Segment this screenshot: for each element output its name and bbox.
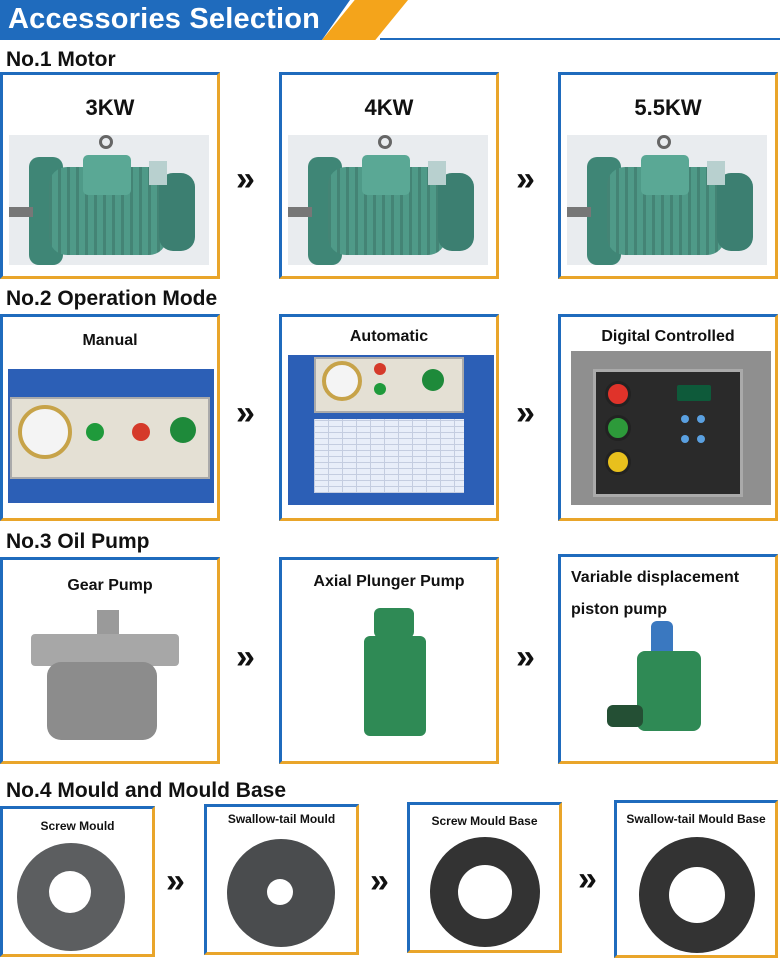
automatic-panel-image	[288, 355, 494, 505]
screw-mould-image	[17, 843, 125, 951]
manual-panel-image	[8, 369, 214, 503]
header-underline	[380, 38, 780, 40]
motor-image	[288, 135, 488, 265]
next-arrow-icon: »	[516, 638, 535, 676]
next-arrow-icon: »	[370, 862, 389, 900]
motor-5-5kw-label: 5.5KW	[634, 95, 702, 120]
swallow-tail-mould-base-image	[639, 837, 755, 953]
variable-piston-pump-image	[607, 621, 757, 751]
section-title-motor: No.1 Motor	[6, 48, 116, 71]
next-arrow-icon: »	[516, 394, 535, 432]
motor-image	[567, 135, 767, 265]
gear-pump-image	[25, 604, 185, 754]
mode-card-manual: Manual	[0, 314, 220, 521]
next-arrow-icon: »	[236, 638, 255, 676]
motor-card-4kw: 4KW	[279, 72, 499, 279]
mould-swallow-tail-label: Swallow-tail Mould	[227, 812, 336, 826]
motor-image	[9, 135, 209, 265]
mode-manual-label: Manual	[82, 332, 138, 349]
mould-screw-base-label: Screw Mould Base	[431, 814, 538, 828]
next-arrow-icon: »	[166, 862, 185, 900]
screw-mould-base-image	[430, 837, 540, 947]
section-title-mould: No.4 Mould and Mould Base	[6, 779, 287, 802]
mould-card-swallow-tail-base: Swallow-tail Mould Base	[614, 800, 778, 958]
next-arrow-icon: »	[236, 160, 255, 198]
axial-plunger-pump-image	[358, 604, 438, 752]
page-title: Accessories Selection	[8, 3, 321, 35]
mould-card-screw-base: Screw Mould Base	[407, 802, 562, 953]
mould-card-swallow-tail: Swallow-tail Mould	[204, 804, 359, 955]
motor-4kw-label: 4KW	[364, 95, 414, 120]
mode-card-automatic: Automatic	[279, 314, 499, 521]
header-blue-band	[0, 0, 350, 40]
swallow-tail-mould-image	[227, 839, 335, 947]
next-arrow-icon: »	[236, 394, 255, 432]
pump-card-variable-displacement: Variable displacement piston pump	[558, 554, 778, 764]
mould-swallow-tail-base-label: Swallow-tail Mould Base	[626, 812, 766, 826]
pump-variable-label: Variable displacement piston pump	[571, 569, 740, 618]
pump-axial-label: Axial Plunger Pump	[313, 573, 465, 590]
page-header: Accessories Selection	[0, 0, 780, 40]
pump-card-gear: Gear Pump	[0, 557, 220, 764]
pump-card-axial-plunger: Axial Plunger Pump	[279, 557, 499, 764]
mode-automatic-label: Automatic	[349, 328, 429, 345]
motor-card-3kw: 3KW	[0, 72, 220, 279]
motor-3kw-label: 3KW	[85, 95, 135, 120]
mode-card-digital: Digital Controlled	[558, 314, 778, 521]
mould-screw-label: Screw Mould	[40, 819, 115, 833]
digital-panel-image	[571, 351, 771, 505]
next-arrow-icon: »	[516, 160, 535, 198]
section-title-oil-pump: No.3 Oil Pump	[6, 530, 150, 553]
pump-gear-label: Gear Pump	[67, 577, 153, 594]
next-arrow-icon: »	[578, 860, 597, 898]
mode-digital-label: Digital Controlled	[601, 328, 735, 345]
section-title-operation-mode: No.2 Operation Mode	[6, 287, 218, 310]
motor-card-5-5kw: 5.5KW	[558, 72, 778, 279]
mould-card-screw: Screw Mould	[0, 806, 155, 957]
